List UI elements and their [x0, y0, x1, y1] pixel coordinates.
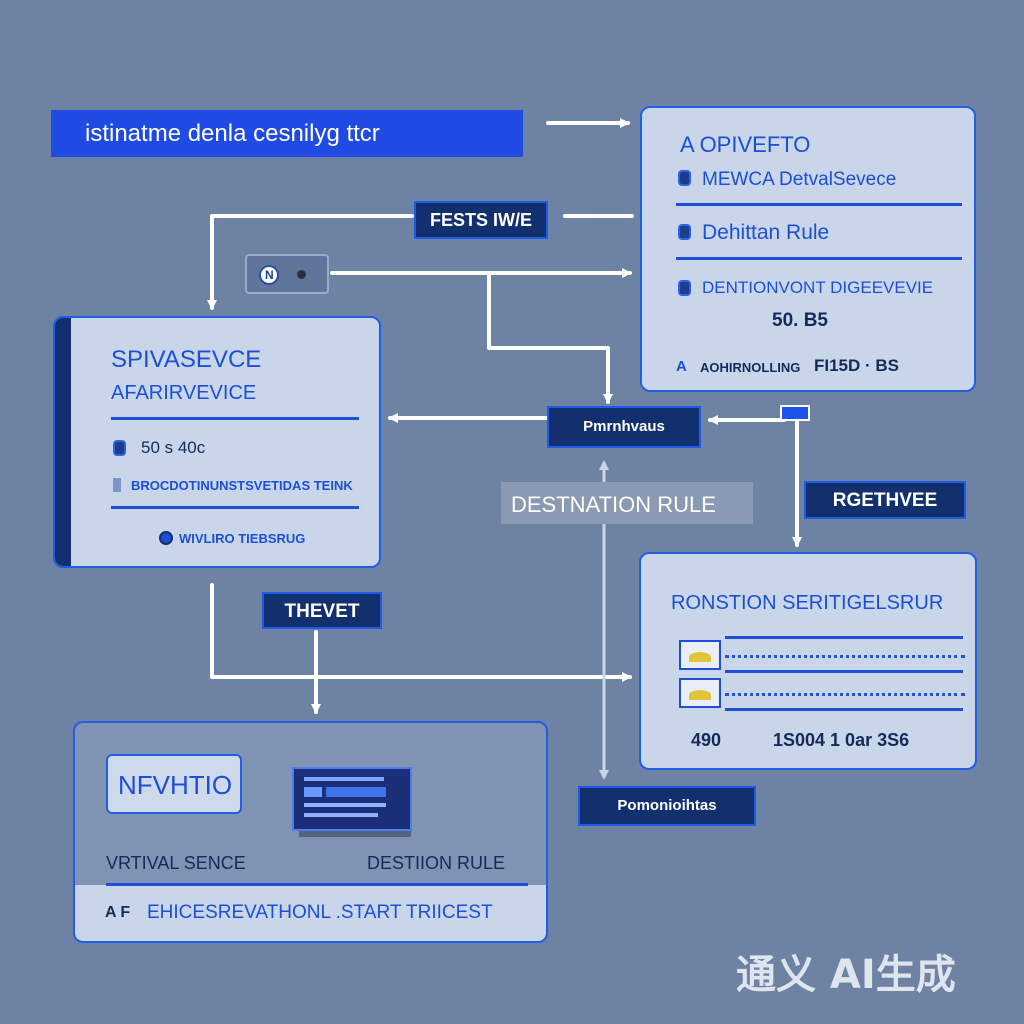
- destination-rule-label: DESTNATION RULE: [501, 482, 753, 524]
- left-detail-text: BROCDOTINUNSTSVETIDAS TEINK: [131, 478, 353, 493]
- left-panel-accent-bar: [55, 318, 71, 566]
- bottom-tag-label: Pomonioihtas: [617, 797, 717, 814]
- right-row-1-thumb: [679, 640, 721, 670]
- right-footer-left: 490: [691, 730, 722, 750]
- regetive-tag-label: RGETHVEE: [832, 490, 938, 511]
- landscape-image-icon: [689, 652, 711, 662]
- top-right-divider-2: [676, 257, 962, 260]
- left-footer-icon: [159, 531, 173, 545]
- left-item-value: 50 s 40c: [141, 438, 206, 457]
- bottom-panel: NFVHTIO VRTIVAL SENCE DESTIION RULE A F …: [73, 721, 548, 943]
- top-right-divider-1: [676, 203, 962, 206]
- left-panel-subtitle: AFARIRVEVICE: [111, 382, 257, 404]
- right-row-2-thumb: [679, 678, 721, 708]
- bottom-input-label: NFVHTIO: [118, 770, 233, 800]
- thevet-tag-label: THEVET: [284, 601, 360, 622]
- top-right-item-3: DENTIONVONT DIGEEVEVIE: [702, 278, 934, 297]
- bottom-input-box: NFVHTIO: [106, 754, 242, 814]
- left-panel-title: SPIVASEVCE: [111, 346, 262, 373]
- title-banner-text: istinatme denla cesnilyg ttcr: [85, 120, 380, 147]
- guide-tick-top: [599, 460, 609, 470]
- left-footer-text: WIVLIRO TIEBSRUG: [179, 531, 306, 546]
- top-right-footer-right: FI15D · BS: [814, 356, 900, 375]
- top-right-value: 50. B5: [772, 310, 828, 331]
- bottom-label-left: VRTIVAL SENCE: [106, 853, 246, 873]
- item-marker-2: [678, 224, 691, 240]
- left-item-marker: [113, 440, 126, 456]
- badge-icon: N: [259, 265, 279, 285]
- promote-tag: Pmrnhvaus: [547, 406, 701, 448]
- tests-tag: FESTS IW/E: [414, 201, 548, 239]
- right-row-2-rule: [725, 708, 963, 711]
- service-icon-box: N: [245, 254, 329, 294]
- promote-tag-label: Pmrnhvaus: [583, 418, 665, 435]
- bottom-footer-strip: [75, 885, 546, 941]
- top-right-item-1: MEWCA DetvalSevece: [702, 169, 897, 190]
- bottom-footer-text: EHICESREVATHONL .START TRIICEST: [147, 902, 493, 923]
- top-right-footer-left: AOHIRNOLLING: [700, 360, 801, 375]
- right-panel: RONSTION SERITIGELSRUR 490 1S004 1 0ar 3…: [639, 552, 977, 770]
- destination-rule-label-text: DESTNATION RULE: [511, 492, 716, 517]
- bottom-tag: Pomonioihtas: [578, 786, 756, 826]
- top-right-panel: A OPIVEFTO MEWCA DetvalSevece Dehittan R…: [640, 106, 976, 392]
- right-row-2-dots: [725, 693, 965, 696]
- bottom-footer-prefix: A F: [105, 904, 131, 921]
- right-footer-right: 1S004 1 0ar 3S6: [773, 730, 910, 750]
- guide-tick-bottom: [599, 770, 609, 780]
- regetive-tag: RGETHVEE: [804, 481, 966, 519]
- bottom-divider: [106, 883, 528, 886]
- left-panel-divider-1: [111, 417, 359, 420]
- thevet-tag: THEVET: [262, 592, 382, 629]
- item-marker-1: [678, 170, 691, 186]
- item-marker-3: [678, 280, 691, 296]
- small-link-box: [780, 405, 810, 421]
- landscape-image-icon-2: [689, 690, 711, 700]
- left-panel: SPIVASEVCE AFARIRVEVICE 50 s 40c BROCDOT…: [53, 316, 381, 568]
- top-right-panel-title: A OPIVEFTO: [680, 132, 811, 157]
- left-panel-divider-2: [111, 506, 359, 509]
- top-right-item-2: Dehittan Rule: [702, 221, 830, 244]
- status-dot-icon: [297, 270, 306, 279]
- left-detail-marker: [113, 478, 121, 492]
- right-row-1-rule: [725, 636, 963, 639]
- right-panel-title: RONSTION SERITIGELSRUR: [671, 592, 944, 614]
- right-row-1-dots: [725, 655, 965, 658]
- title-banner: istinatme denla cesnilyg ttcr: [51, 110, 523, 157]
- arrow-to-promote: [487, 274, 613, 404]
- top-right-footer-marker: A: [676, 358, 687, 375]
- watermark: 通义 AI生成: [736, 952, 956, 998]
- tests-tag-label: FESTS IW/E: [429, 210, 532, 230]
- right-row-1-rule-bottom: [725, 670, 963, 673]
- monitor-icon: [292, 767, 412, 831]
- bottom-label-right: DESTIION RULE: [367, 853, 506, 873]
- monitor-stand: [299, 831, 411, 837]
